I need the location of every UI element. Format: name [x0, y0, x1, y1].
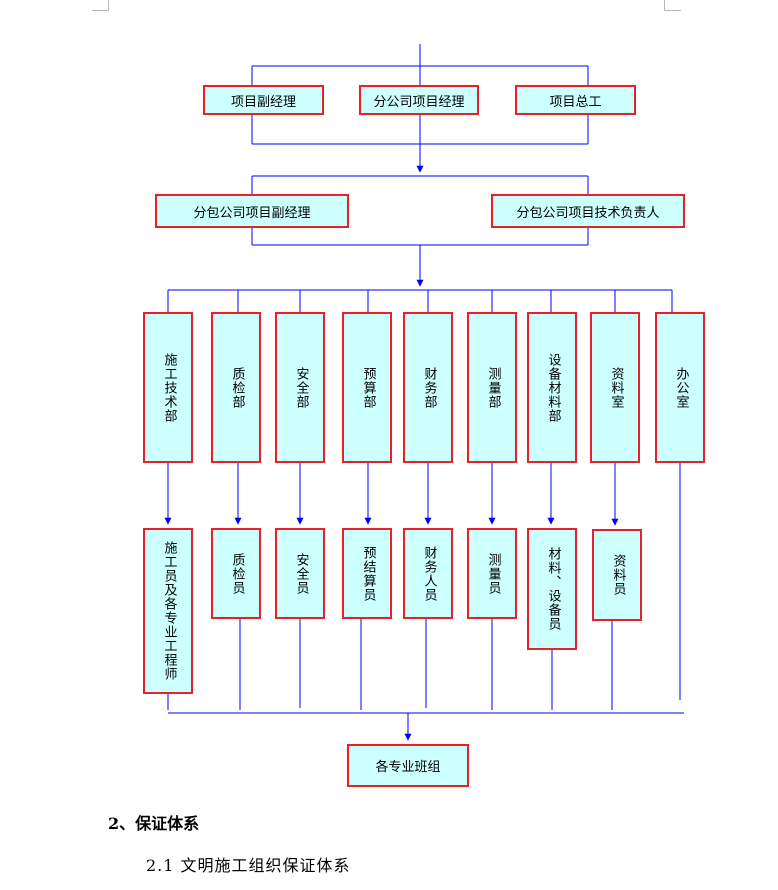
box-sub-deputy-manager: 分包公司项目副经理: [155, 194, 349, 228]
page-corner-right: [664, 0, 681, 11]
box-staff-archivist: 资料员: [592, 529, 642, 621]
box-dept-budget: 预算部: [342, 312, 392, 463]
subsection-heading: 2.1 文明施工组织保证体系: [146, 856, 351, 875]
box-sub-technical-lead: 分包公司项目技术负责人: [491, 194, 685, 228]
box-dept-equipment-material: 设备材料部: [527, 312, 577, 463]
box-chief-engineer: 项目总工: [515, 85, 636, 115]
box-dept-finance: 财务部: [403, 312, 453, 463]
box-dept-safety: 安全部: [275, 312, 325, 463]
section-heading: 2、保证体系: [108, 814, 200, 833]
box-staff-construction-engineers: 施工员及各专业工程师: [143, 528, 193, 694]
box-dept-construction-tech: 施工技术部: [143, 312, 193, 463]
box-staff-material-equipment: 材料、设备员: [527, 528, 577, 650]
box-dept-survey: 测量部: [467, 312, 517, 463]
box-staff-surveyor: 测量员: [467, 528, 517, 619]
box-staff-safety-officer: 安全员: [275, 528, 325, 619]
box-dept-quality: 质检部: [211, 312, 261, 463]
box-project-deputy-manager: 项目副经理: [203, 85, 324, 115]
box-professional-teams: 各专业班组: [347, 744, 469, 787]
page-corner-left: [92, 0, 109, 11]
box-staff-finance-personnel: 财务人员: [403, 528, 453, 619]
box-dept-archive: 资料室: [590, 312, 640, 463]
box-branch-project-manager: 分公司项目经理: [359, 85, 479, 115]
box-staff-quality-inspector: 质检员: [211, 528, 261, 619]
box-staff-settlement-clerk: 预结算员: [342, 528, 392, 619]
box-dept-office: 办公室: [655, 312, 705, 463]
